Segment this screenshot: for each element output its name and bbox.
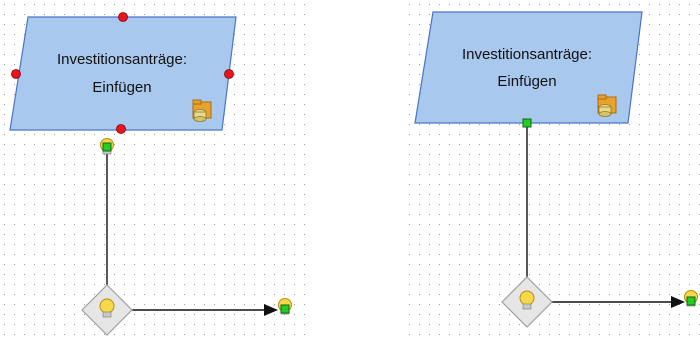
connector-handle-end[interactable] [686, 296, 696, 306]
process-shape[interactable]: Investitionsanträge: Einfügen [414, 11, 643, 124]
selection-handle-left[interactable] [11, 69, 21, 79]
database-folder-icon [597, 94, 617, 117]
lightbulb-icon [519, 290, 535, 310]
grid-canvas[interactable]: Investitionsanträge: Einfügen [0, 0, 310, 338]
connector-handle-top[interactable] [102, 142, 112, 152]
lightbulb-icon [99, 298, 115, 318]
diagram-panel-right: Investitionsanträge: Einfügen [405, 0, 700, 338]
connector-handle-end[interactable] [280, 304, 290, 314]
gateway-diamond[interactable] [501, 276, 553, 328]
arrowhead-icon [264, 304, 278, 316]
gateway-diamond[interactable] [81, 284, 133, 336]
selection-handle-top[interactable] [118, 12, 128, 22]
selection-handle-right[interactable] [224, 69, 234, 79]
process-label-line1: Investitionsanträge: [462, 46, 592, 63]
arrowhead-icon [671, 296, 685, 308]
grid-canvas[interactable]: Investitionsanträge: Einfügen [405, 0, 700, 338]
process-label-line1: Investitionsanträge: [57, 51, 187, 68]
process-label-line2: Einfügen [497, 73, 556, 90]
process-shape[interactable]: Investitionsanträge: Einfügen [9, 16, 237, 131]
process-label-line2: Einfügen [92, 79, 151, 96]
diagram-panel-left: Investitionsanträge: Einfügen [0, 0, 310, 338]
database-folder-icon [192, 99, 212, 122]
selection-handle-bottom[interactable] [116, 124, 126, 134]
connector-handle-start[interactable] [522, 118, 532, 128]
